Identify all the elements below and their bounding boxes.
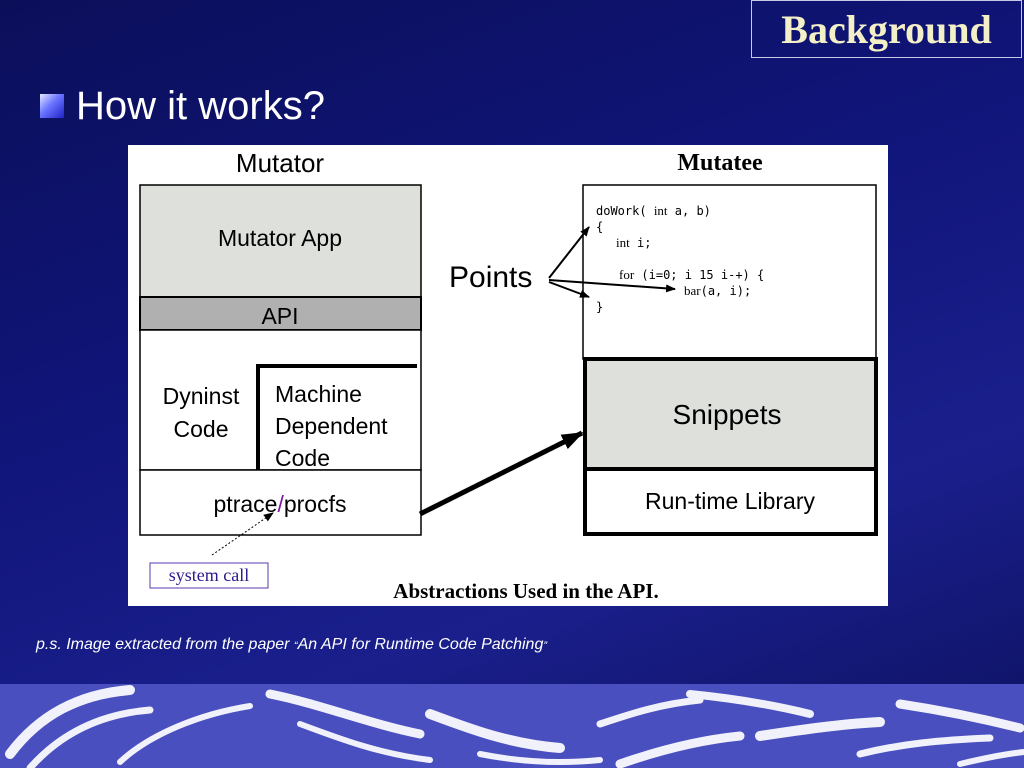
mutatee-code-box	[582, 184, 877, 360]
procfs-text: procfs	[284, 491, 347, 517]
machine-dependent-line2: Dependent	[275, 413, 388, 439]
mutator-app-label: Mutator App	[218, 225, 342, 251]
points-arrow-mid	[548, 279, 676, 293]
points-arrow-down	[548, 281, 590, 298]
code-line-4-b: (i=0; i 15 i-+) {	[641, 268, 764, 282]
ptrace-to-snippets-arrow	[418, 430, 584, 517]
code-line-5: bar(a, i);	[684, 283, 751, 298]
points-arrow-up	[548, 226, 590, 279]
system-call-arrow	[211, 512, 274, 556]
api-label: API	[261, 303, 298, 329]
bullet-item: How it works?	[40, 82, 325, 130]
dyninst-label-line2: Code	[174, 416, 229, 442]
api-diagram: Mutator Mutator App API Dyninst Code Mac…	[128, 145, 888, 606]
image-source-caption: p.s. Image extracted from the paper “An …	[36, 636, 547, 654]
ptrace-label: ptrace/procfs	[214, 491, 347, 517]
ptrace-box	[139, 469, 422, 536]
machine-dependent-border	[256, 364, 417, 470]
ptrace-slash: /	[277, 491, 284, 517]
abstractions-caption: Abstractions Used in the API.	[393, 579, 658, 603]
code-line-4: for (i=0; i 15 i-+) {	[619, 267, 764, 282]
code-line-1-kw: int	[654, 203, 668, 218]
code-listing: doWork( int a, b) { int i; for (i=0; i 1…	[596, 203, 764, 314]
bullet-square-icon	[40, 94, 64, 118]
code-line-1-b: a, b)	[675, 204, 711, 218]
caption-open-quote: “	[293, 640, 298, 652]
footer-wave-pattern	[5, 685, 1024, 768]
dyninst-label-line1: Dyninst	[163, 383, 240, 409]
mutator-app-box	[139, 184, 422, 298]
caption-close-quote: ”	[543, 640, 548, 652]
code-line-3: int i;	[616, 235, 651, 250]
dyninst-area	[139, 329, 422, 471]
code-line-6: }	[596, 300, 603, 314]
system-call-box	[149, 562, 269, 589]
code-line-3-kw: int	[616, 235, 630, 250]
code-line-4-kw: for	[619, 267, 635, 282]
code-line-1: doWork( int a, b)	[596, 203, 711, 218]
mutatee-title: Mutatee	[677, 150, 763, 176]
bullet-text: How it works?	[76, 83, 325, 128]
code-line-1-a: doWork(	[596, 204, 647, 218]
points-label: Points	[449, 261, 532, 294]
machine-dependent-line3: Code	[275, 445, 330, 471]
runtime-library-box	[583, 467, 878, 536]
snippets-box	[583, 357, 878, 471]
code-line-3-b: i;	[637, 236, 651, 250]
mutator-title: Mutator	[236, 148, 324, 178]
code-line-5-kw: bar	[684, 283, 701, 298]
code-line-2: {	[596, 220, 603, 234]
system-call-label: system call	[169, 565, 249, 585]
code-line-5-b: (a, i);	[701, 284, 752, 298]
snippets-label: Snippets	[673, 399, 782, 430]
caption-paper-title: An API for Runtime Code Patching	[297, 636, 544, 653]
ptrace-text: ptrace	[214, 491, 278, 517]
slide-title: Background	[781, 6, 992, 52]
runtime-library-label: Run-time Library	[645, 488, 815, 514]
slide-title-box: Background	[751, 0, 1022, 58]
api-diagram-svg: Mutator Mutator App API Dyninst Code Mac…	[139, 148, 878, 603]
decorative-footer-band	[0, 684, 1024, 768]
caption-prefix: p.s. Image extracted from the paper	[36, 636, 294, 653]
machine-dependent-line1: Machine	[275, 381, 362, 407]
